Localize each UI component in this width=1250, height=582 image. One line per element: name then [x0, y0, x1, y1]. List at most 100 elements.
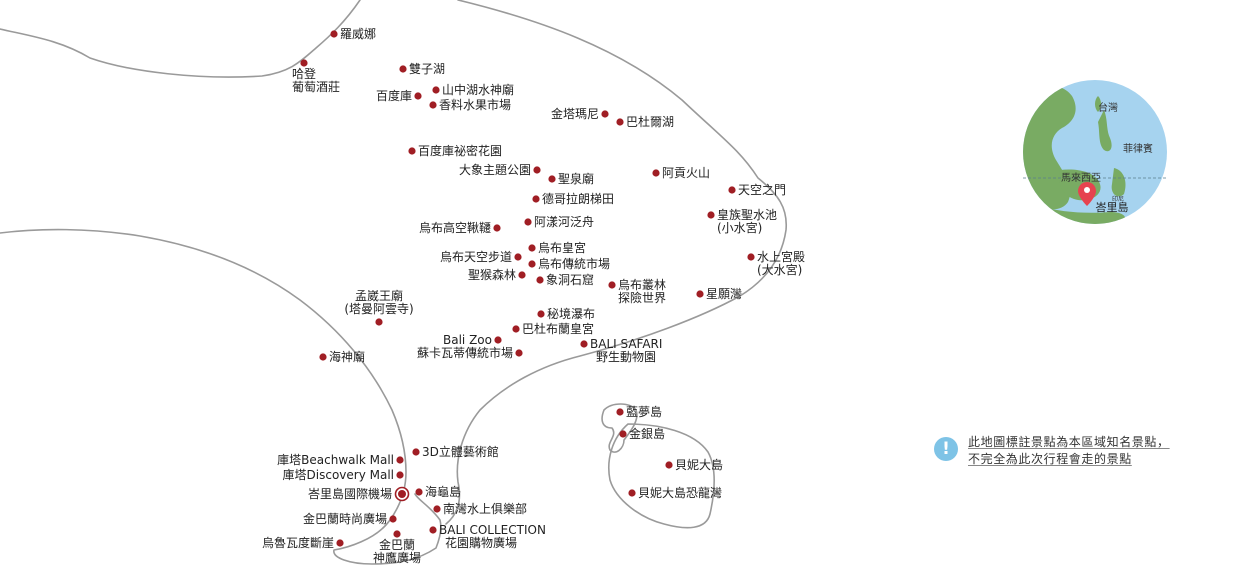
- poi-xiangliao[interactable]: 香料水果市場: [429, 97, 511, 112]
- poi-label-xiangliao: 香料水果市場: [439, 97, 511, 112]
- poi-shengquan[interactable]: 聖泉廟: [548, 171, 594, 186]
- poi-3d[interactable]: 3D立體藝術館: [412, 444, 499, 459]
- poi-baiduku[interactable]: 百度庫: [376, 88, 422, 103]
- poi-shishang[interactable]: 金巴蘭時尚廣場: [303, 511, 397, 526]
- poi-label-line: 海神廟: [329, 349, 365, 364]
- poi-label-line: 南灣水上俱樂部: [443, 501, 527, 516]
- poi-mijing[interactable]: 秘境瀑布: [537, 306, 595, 321]
- poi-label-line: (塔曼阿雲寺): [344, 302, 413, 316]
- poi-label-luowei: 羅威娜: [340, 27, 376, 41]
- poi-dot-haishen: [319, 353, 327, 361]
- poi-label-shenghou: 聖猴森林: [468, 267, 516, 282]
- poi-xingyuan[interactable]: 星願灣: [696, 287, 742, 301]
- poi-lanmeng[interactable]: 藍夢島: [616, 404, 662, 419]
- poi-haiguidao[interactable]: 海龜島: [415, 484, 461, 499]
- poi-label-line: 百度庫祕密花園: [418, 143, 502, 158]
- poi-label-konglong: 貝妮大島恐龍灣: [638, 485, 722, 500]
- poi-mimi[interactable]: 百度庫祕密花園: [408, 143, 502, 158]
- poi-hadeng[interactable]: 哈登葡萄酒莊: [292, 59, 340, 94]
- inset-label-taiwan: 台灣: [1098, 101, 1118, 114]
- poi-label-beachwalk: 庫塔Beachwalk Mall: [277, 453, 394, 467]
- poi-tiankongbudao[interactable]: 烏布天空步道: [440, 250, 522, 264]
- poi-jinyin[interactable]: 金銀島: [619, 426, 665, 441]
- poi-dot-mengwang: [375, 318, 383, 326]
- poi-gaokong[interactable]: 烏布高空鞦韆: [419, 220, 501, 235]
- poi-agong[interactable]: 阿貢火山: [652, 166, 710, 180]
- inset-location-pin-icon: [1078, 182, 1096, 206]
- coast-southwest: [0, 228, 442, 565]
- poi-label-line: 花園購物廣場: [445, 535, 517, 550]
- poi-sukawati[interactable]: 蘇卡瓦蒂傳統市場: [417, 345, 523, 360]
- poi-conglin[interactable]: 烏布叢林探險世界: [608, 278, 666, 305]
- poi-shuangzihu[interactable]: 雙子湖: [399, 61, 445, 76]
- poi-label-line: 金巴蘭: [379, 537, 415, 552]
- poi-beinidao[interactable]: 貝妮大島: [665, 457, 723, 472]
- poi-mengwang[interactable]: 孟崴王廟(塔曼阿雲寺): [344, 288, 414, 326]
- poi-label-discovery: 庫塔Discovery Mall: [283, 468, 394, 482]
- poi-haishen[interactable]: 海神廟: [319, 349, 365, 364]
- poi-label-line: 聖猴森林: [468, 267, 516, 282]
- poi-label-tiankongbudao: 烏布天空步道: [440, 250, 512, 264]
- poi-dot-ayang: [524, 218, 532, 226]
- poi-label-line: BALI COLLECTION: [439, 523, 546, 537]
- poi-label-shengquan: 聖泉廟: [558, 171, 594, 186]
- poi-discovery[interactable]: 庫塔Discovery Mall: [283, 468, 404, 482]
- poi-badubu[interactable]: 巴杜布蘭皇宮: [512, 321, 594, 336]
- poi-label-line: 貝妮大島: [675, 457, 723, 472]
- poi-jintamani[interactable]: 金塔瑪尼: [551, 106, 609, 121]
- poi-label-line: 羅威娜: [340, 27, 376, 41]
- inset-map: 台灣 菲律賓 馬來西亞 印尼 峇里島: [1023, 80, 1167, 224]
- poi-badu[interactable]: 巴杜爾湖: [616, 114, 674, 129]
- poi-label-shanzhonghu: 山中湖水神廟: [442, 82, 514, 97]
- poi-wuluwa[interactable]: 烏魯瓦度斷崖: [262, 535, 344, 550]
- poi-label-line: 聖泉廟: [558, 171, 594, 186]
- poi-beachwalk[interactable]: 庫塔Beachwalk Mall: [277, 453, 404, 467]
- poi-label-line: 水上宮殿: [757, 249, 805, 264]
- poi-shuishang[interactable]: 水上宮殿(大水宮): [747, 249, 805, 277]
- poi-label-chuantong: 烏布傳統市場: [538, 256, 610, 271]
- poi-label-baiduku: 百度庫: [376, 88, 412, 103]
- poi-jinbalan[interactable]: 金巴蘭神鷹廣場: [373, 530, 421, 565]
- poi-xiangdong[interactable]: 象洞石窟: [536, 272, 594, 287]
- poi-label-line: 貝妮大島恐龍灣: [638, 485, 722, 500]
- poi-daxiang[interactable]: 大象主題公園: [459, 163, 541, 177]
- airport-label: 峇里島國際機場: [308, 486, 392, 501]
- poi-shenghou[interactable]: 聖猴森林: [468, 267, 526, 282]
- poi-dot-baiduku: [414, 92, 422, 100]
- airport-marker[interactable]: 峇里島國際機場: [308, 486, 410, 502]
- poi-wubugong[interactable]: 烏布皇宮: [528, 240, 586, 255]
- poi-dot-shengquan: [548, 175, 556, 183]
- poi-label-line: 星願灣: [706, 287, 742, 301]
- poi-dot-jinbalan: [393, 530, 401, 538]
- poi-huangzu[interactable]: 皇族聖水池(小水宮): [707, 208, 777, 235]
- poi-label-line: Bali Zoo: [443, 333, 492, 347]
- poi-label-balizoo: Bali Zoo: [443, 333, 492, 347]
- poi-label-nanwan: 南灣水上俱樂部: [443, 501, 527, 516]
- poi-ayang[interactable]: 阿漾河泛舟: [524, 214, 594, 229]
- poi-degela[interactable]: 德哥拉朗梯田: [532, 191, 614, 206]
- poi-label-line: 巴杜布蘭皇宮: [522, 321, 594, 336]
- poi-luowei[interactable]: 羅威娜: [330, 27, 376, 41]
- poi-label-line: 百度庫: [376, 88, 412, 103]
- poi-dot-haiguidao: [415, 488, 423, 496]
- poi-shanzhonghu[interactable]: 山中湖水神廟: [432, 82, 514, 97]
- poi-label-wubugong: 烏布皇宮: [538, 240, 586, 255]
- poi-label-conglin: 烏布叢林探險世界: [618, 278, 666, 305]
- poi-tiankong[interactable]: 天空之門: [728, 183, 786, 197]
- poi-nanwan[interactable]: 南灣水上俱樂部: [433, 501, 527, 516]
- poi-dot-jinyin: [619, 430, 627, 438]
- poi-konglong[interactable]: 貝妮大島恐龍灣: [628, 485, 722, 500]
- note-line-1: 此地圖標註景點為本區域知名景點，: [968, 435, 1170, 449]
- poi-label-haishen: 海神廟: [329, 349, 365, 364]
- poi-balizoo[interactable]: Bali Zoo: [443, 333, 502, 347]
- poi-dot-balicollection: [429, 526, 437, 534]
- poi-label-line: 哈登: [292, 66, 316, 81]
- map-note: ! 此地圖標註景點為本區域知名景點， 不完全為此次行程會走的景點: [934, 434, 1204, 468]
- poi-label-line: 天空之門: [738, 183, 786, 197]
- poi-chuantong[interactable]: 烏布傳統市場: [528, 256, 610, 271]
- poi-label-line: 秘境瀑布: [547, 306, 595, 321]
- poi-label-line: 山中湖水神廟: [442, 82, 514, 97]
- poi-label-line: 阿貢火山: [662, 166, 710, 180]
